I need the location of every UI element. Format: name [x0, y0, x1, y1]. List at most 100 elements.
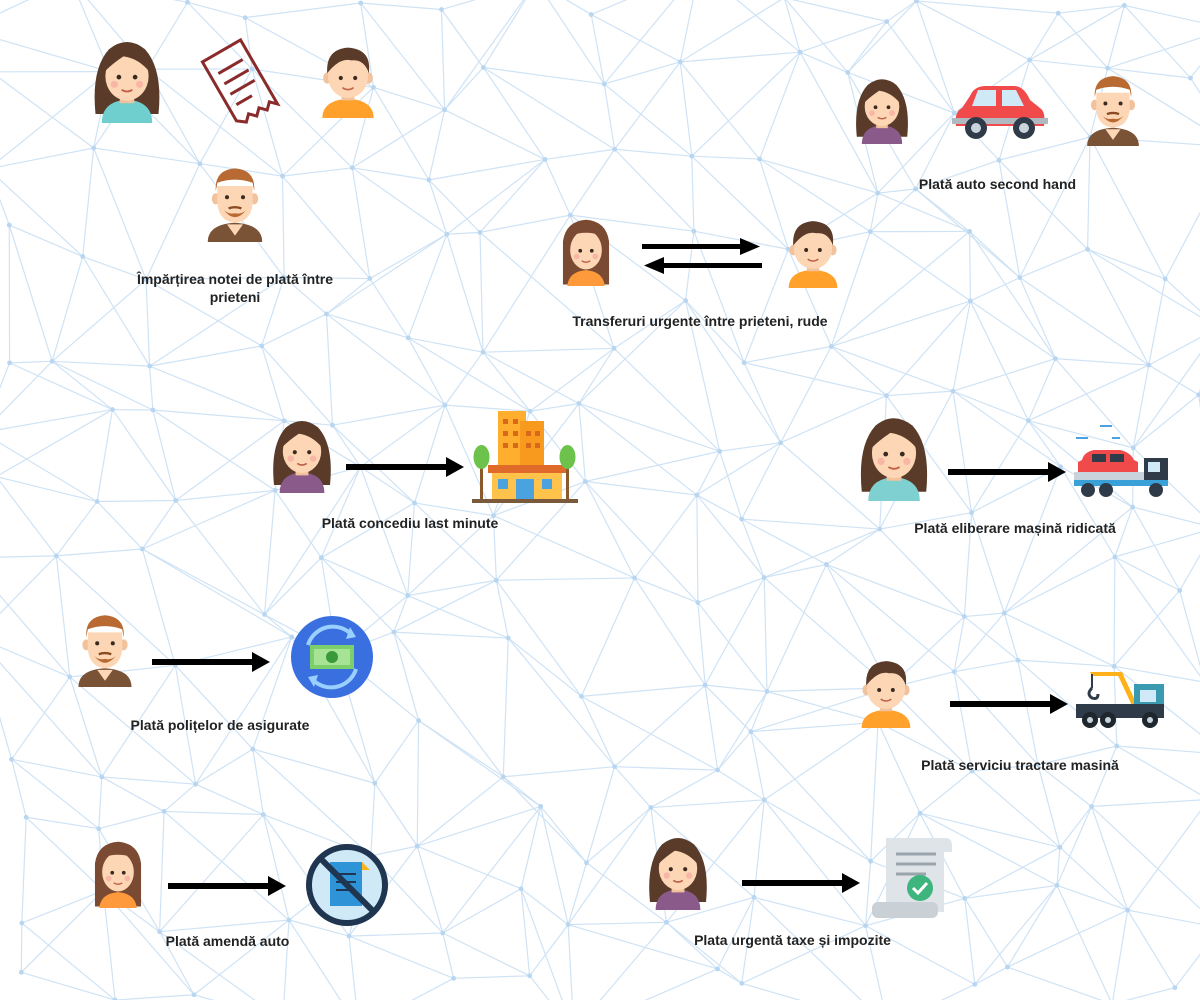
- network-line: [320, 466, 361, 558]
- network-line: [1029, 4, 1125, 61]
- network-line: [142, 548, 265, 616]
- network-node: [1017, 275, 1023, 280]
- network-line: [650, 807, 755, 898]
- network-line: [145, 163, 201, 280]
- network-line: [82, 255, 147, 281]
- network-line: [252, 636, 293, 750]
- network-line: [1029, 59, 1108, 69]
- network-line: [1116, 745, 1200, 795]
- network-node: [996, 157, 1002, 163]
- network-line: [444, 0, 525, 111]
- network-line: [766, 690, 879, 723]
- network-line: [1114, 556, 1200, 677]
- network-line: [614, 766, 718, 771]
- network-line: [199, 68, 253, 165]
- network-line: [428, 109, 446, 181]
- network-line: [195, 636, 293, 785]
- network-line: [964, 846, 1061, 899]
- network-node: [961, 614, 967, 619]
- network-node: [567, 212, 573, 218]
- network-line: [442, 932, 455, 979]
- network-line: [1164, 211, 1200, 280]
- network-line: [163, 783, 196, 812]
- caption-taxes: Plata urgentă taxe și impozite: [694, 932, 891, 948]
- network-line: [685, 300, 782, 444]
- network-node: [951, 110, 957, 116]
- network-node: [951, 669, 957, 675]
- network-line: [369, 233, 448, 280]
- network-line: [1003, 612, 1019, 661]
- network-line: [569, 148, 616, 216]
- network-line: [1190, 77, 1200, 94]
- network-node: [518, 886, 524, 892]
- network-node: [748, 729, 754, 735]
- network-line: [141, 500, 177, 550]
- network-node: [761, 797, 767, 803]
- network-line: [370, 783, 376, 856]
- network-node: [96, 826, 102, 832]
- network-line: [440, 9, 446, 110]
- network-line: [584, 481, 699, 603]
- network-line: [360, 2, 442, 11]
- network-line: [1127, 909, 1200, 925]
- network-line: [96, 409, 114, 502]
- network-node: [372, 780, 378, 786]
- network-node: [191, 992, 197, 998]
- network-node: [717, 448, 723, 454]
- network-node: [249, 66, 255, 72]
- network-node: [286, 917, 292, 923]
- woman-avatar-icon: [848, 405, 940, 505]
- network-line: [1058, 4, 1125, 14]
- network-line: [741, 518, 880, 530]
- network-line: [93, 147, 147, 280]
- network-line: [759, 158, 878, 194]
- network-line: [1087, 248, 1166, 280]
- car-icon: [952, 86, 1048, 139]
- network-line: [954, 659, 1019, 673]
- network-node: [1058, 464, 1064, 470]
- network-line: [666, 896, 755, 923]
- network-line: [952, 391, 973, 513]
- network-line: [971, 770, 1061, 848]
- network-line: [8, 224, 53, 362]
- network-line: [261, 313, 327, 347]
- network-line: [869, 192, 879, 232]
- network-line: [1007, 909, 1128, 968]
- network-line: [348, 936, 357, 1000]
- network-node: [715, 966, 720, 972]
- network-line: [0, 71, 110, 161]
- network-line: [791, 0, 887, 23]
- tow-truck-icon: [1076, 672, 1164, 728]
- network-line: [919, 770, 973, 814]
- network-line: [580, 696, 616, 767]
- network-line: [1060, 466, 1133, 508]
- network-node: [969, 768, 975, 774]
- network-line: [691, 51, 801, 157]
- network-line: [886, 390, 954, 397]
- network-node: [778, 440, 784, 446]
- network-line: [261, 345, 285, 421]
- network-line: [482, 67, 546, 160]
- network-line: [502, 638, 509, 777]
- network-node: [250, 746, 256, 752]
- network-node: [1146, 362, 1152, 368]
- network-line: [407, 502, 416, 596]
- network-line: [826, 528, 881, 565]
- network-line: [864, 925, 883, 1000]
- network-node: [867, 229, 873, 235]
- network-line: [0, 476, 98, 503]
- network-line: [915, 159, 1000, 190]
- network-line: [1055, 358, 1149, 366]
- network-node: [442, 402, 448, 408]
- network-node: [324, 311, 329, 317]
- network-line: [744, 362, 887, 397]
- network-line: [146, 68, 283, 177]
- network-line: [831, 345, 954, 392]
- network-line: [915, 112, 955, 190]
- network-node: [1089, 804, 1094, 809]
- network-line: [679, 0, 782, 63]
- network-line: [964, 898, 976, 985]
- network-line: [174, 665, 197, 785]
- network-node: [444, 231, 450, 237]
- network-line: [693, 230, 745, 363]
